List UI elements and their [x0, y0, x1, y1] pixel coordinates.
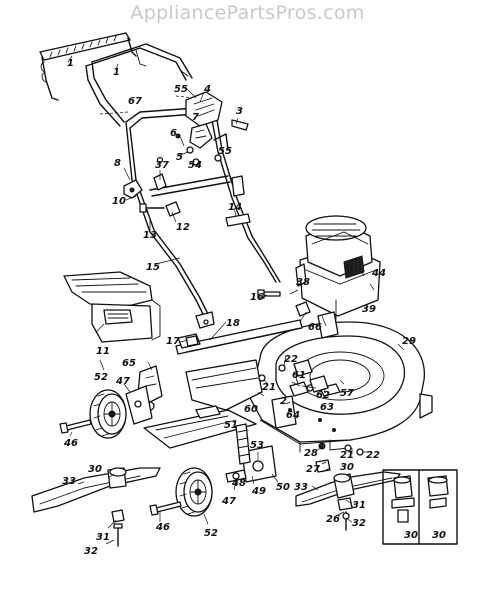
part-label: 53: [250, 440, 264, 451]
part-label: 37: [155, 160, 169, 171]
part-label: 55: [174, 84, 188, 95]
part-label: 66: [308, 322, 322, 333]
part-label: 33: [62, 476, 76, 487]
part-label: 32: [84, 546, 98, 557]
part-label: 55: [218, 146, 232, 157]
part-label: 15: [146, 262, 160, 273]
part-label: 30: [404, 530, 418, 541]
part-label: 26: [326, 514, 340, 525]
blade-assembly-right: [295, 442, 401, 531]
part-label: 5: [176, 152, 183, 163]
part-label: 22: [366, 450, 380, 461]
part-label: 14: [228, 202, 242, 213]
wheel-bolts: [59, 419, 182, 516]
part-label: 60: [244, 404, 258, 415]
part-label: 8: [114, 158, 121, 169]
part-label: 31: [352, 500, 366, 511]
part-label: 47: [221, 496, 236, 507]
part-label: 30: [432, 530, 446, 541]
part-number-labels: 1 1 55 4 67 3 7 6 5 55 54 37 8 10 14 12 …: [62, 58, 446, 557]
rear-grass-bag: [63, 271, 161, 343]
part-label: 57: [340, 388, 354, 399]
part-label: 47: [115, 376, 130, 387]
mower-deck: [249, 321, 433, 453]
part-label: 54: [188, 160, 202, 171]
part-label: 39: [362, 304, 376, 315]
rear-baffle: [137, 359, 263, 411]
part-label: 4: [203, 84, 211, 95]
part-label: 61: [292, 370, 306, 381]
part-label: 10: [112, 196, 126, 207]
part-label: 3: [236, 106, 243, 117]
part-label: 51: [224, 420, 238, 431]
upper-handle-bar: [85, 43, 215, 127]
height-adjuster-brackets: [125, 385, 277, 483]
part-label: 13: [143, 230, 157, 241]
part-label: 28: [304, 448, 318, 459]
part-label: 32: [352, 518, 366, 529]
part-label: 62: [316, 390, 330, 401]
part-label: 12: [176, 222, 190, 233]
part-label: 21: [340, 450, 354, 461]
part-label: 52: [204, 528, 218, 539]
part-label: 46: [63, 438, 78, 449]
control-bail-assembly: [175, 91, 249, 166]
part-label: 27: [306, 464, 320, 475]
part-label: 22: [284, 354, 298, 365]
part-label: 33: [294, 482, 308, 493]
engine: [295, 215, 381, 321]
part-label: 2: [280, 396, 287, 407]
misc-hardware: [185, 289, 364, 456]
part-label: 64: [286, 410, 300, 421]
part-label: 29: [402, 336, 416, 347]
front-right-wheel: [175, 467, 213, 517]
part-label: 52: [94, 372, 108, 383]
part-label: 1: [67, 58, 74, 69]
part-label: 38: [296, 277, 310, 288]
part-label: 44: [371, 268, 386, 279]
part-label: 1: [113, 67, 120, 78]
blade-assembly-left: [31, 467, 161, 547]
part-label: 65: [122, 358, 136, 369]
part-label: 18: [226, 318, 240, 329]
deflector-plate: [143, 405, 257, 449]
blade-adapter-inset: [382, 469, 458, 545]
part-label: 48: [231, 478, 246, 489]
part-label: 63: [320, 402, 334, 413]
part-label: 7: [192, 112, 199, 123]
leader-lines: [67, 55, 405, 545]
rear-left-wheel: [89, 389, 127, 439]
part-label: 17: [166, 336, 180, 347]
part-label: 21: [262, 382, 276, 393]
watermark-text: AppliancePartsPros.com: [130, 2, 365, 24]
part-label: 6: [170, 128, 177, 139]
part-label: 50: [276, 482, 290, 493]
part-label: 49: [251, 486, 266, 497]
upper-handle-grip: [39, 32, 137, 101]
part-label: 16: [250, 292, 264, 303]
handle-knobs-and-bolts: [123, 156, 251, 227]
part-label: 11: [96, 346, 110, 357]
part-label: 30: [340, 462, 354, 473]
part-label: 67: [128, 96, 142, 107]
part-label: 46: [155, 522, 170, 533]
part-label: 30: [88, 464, 102, 475]
part-label: 31: [96, 532, 110, 543]
